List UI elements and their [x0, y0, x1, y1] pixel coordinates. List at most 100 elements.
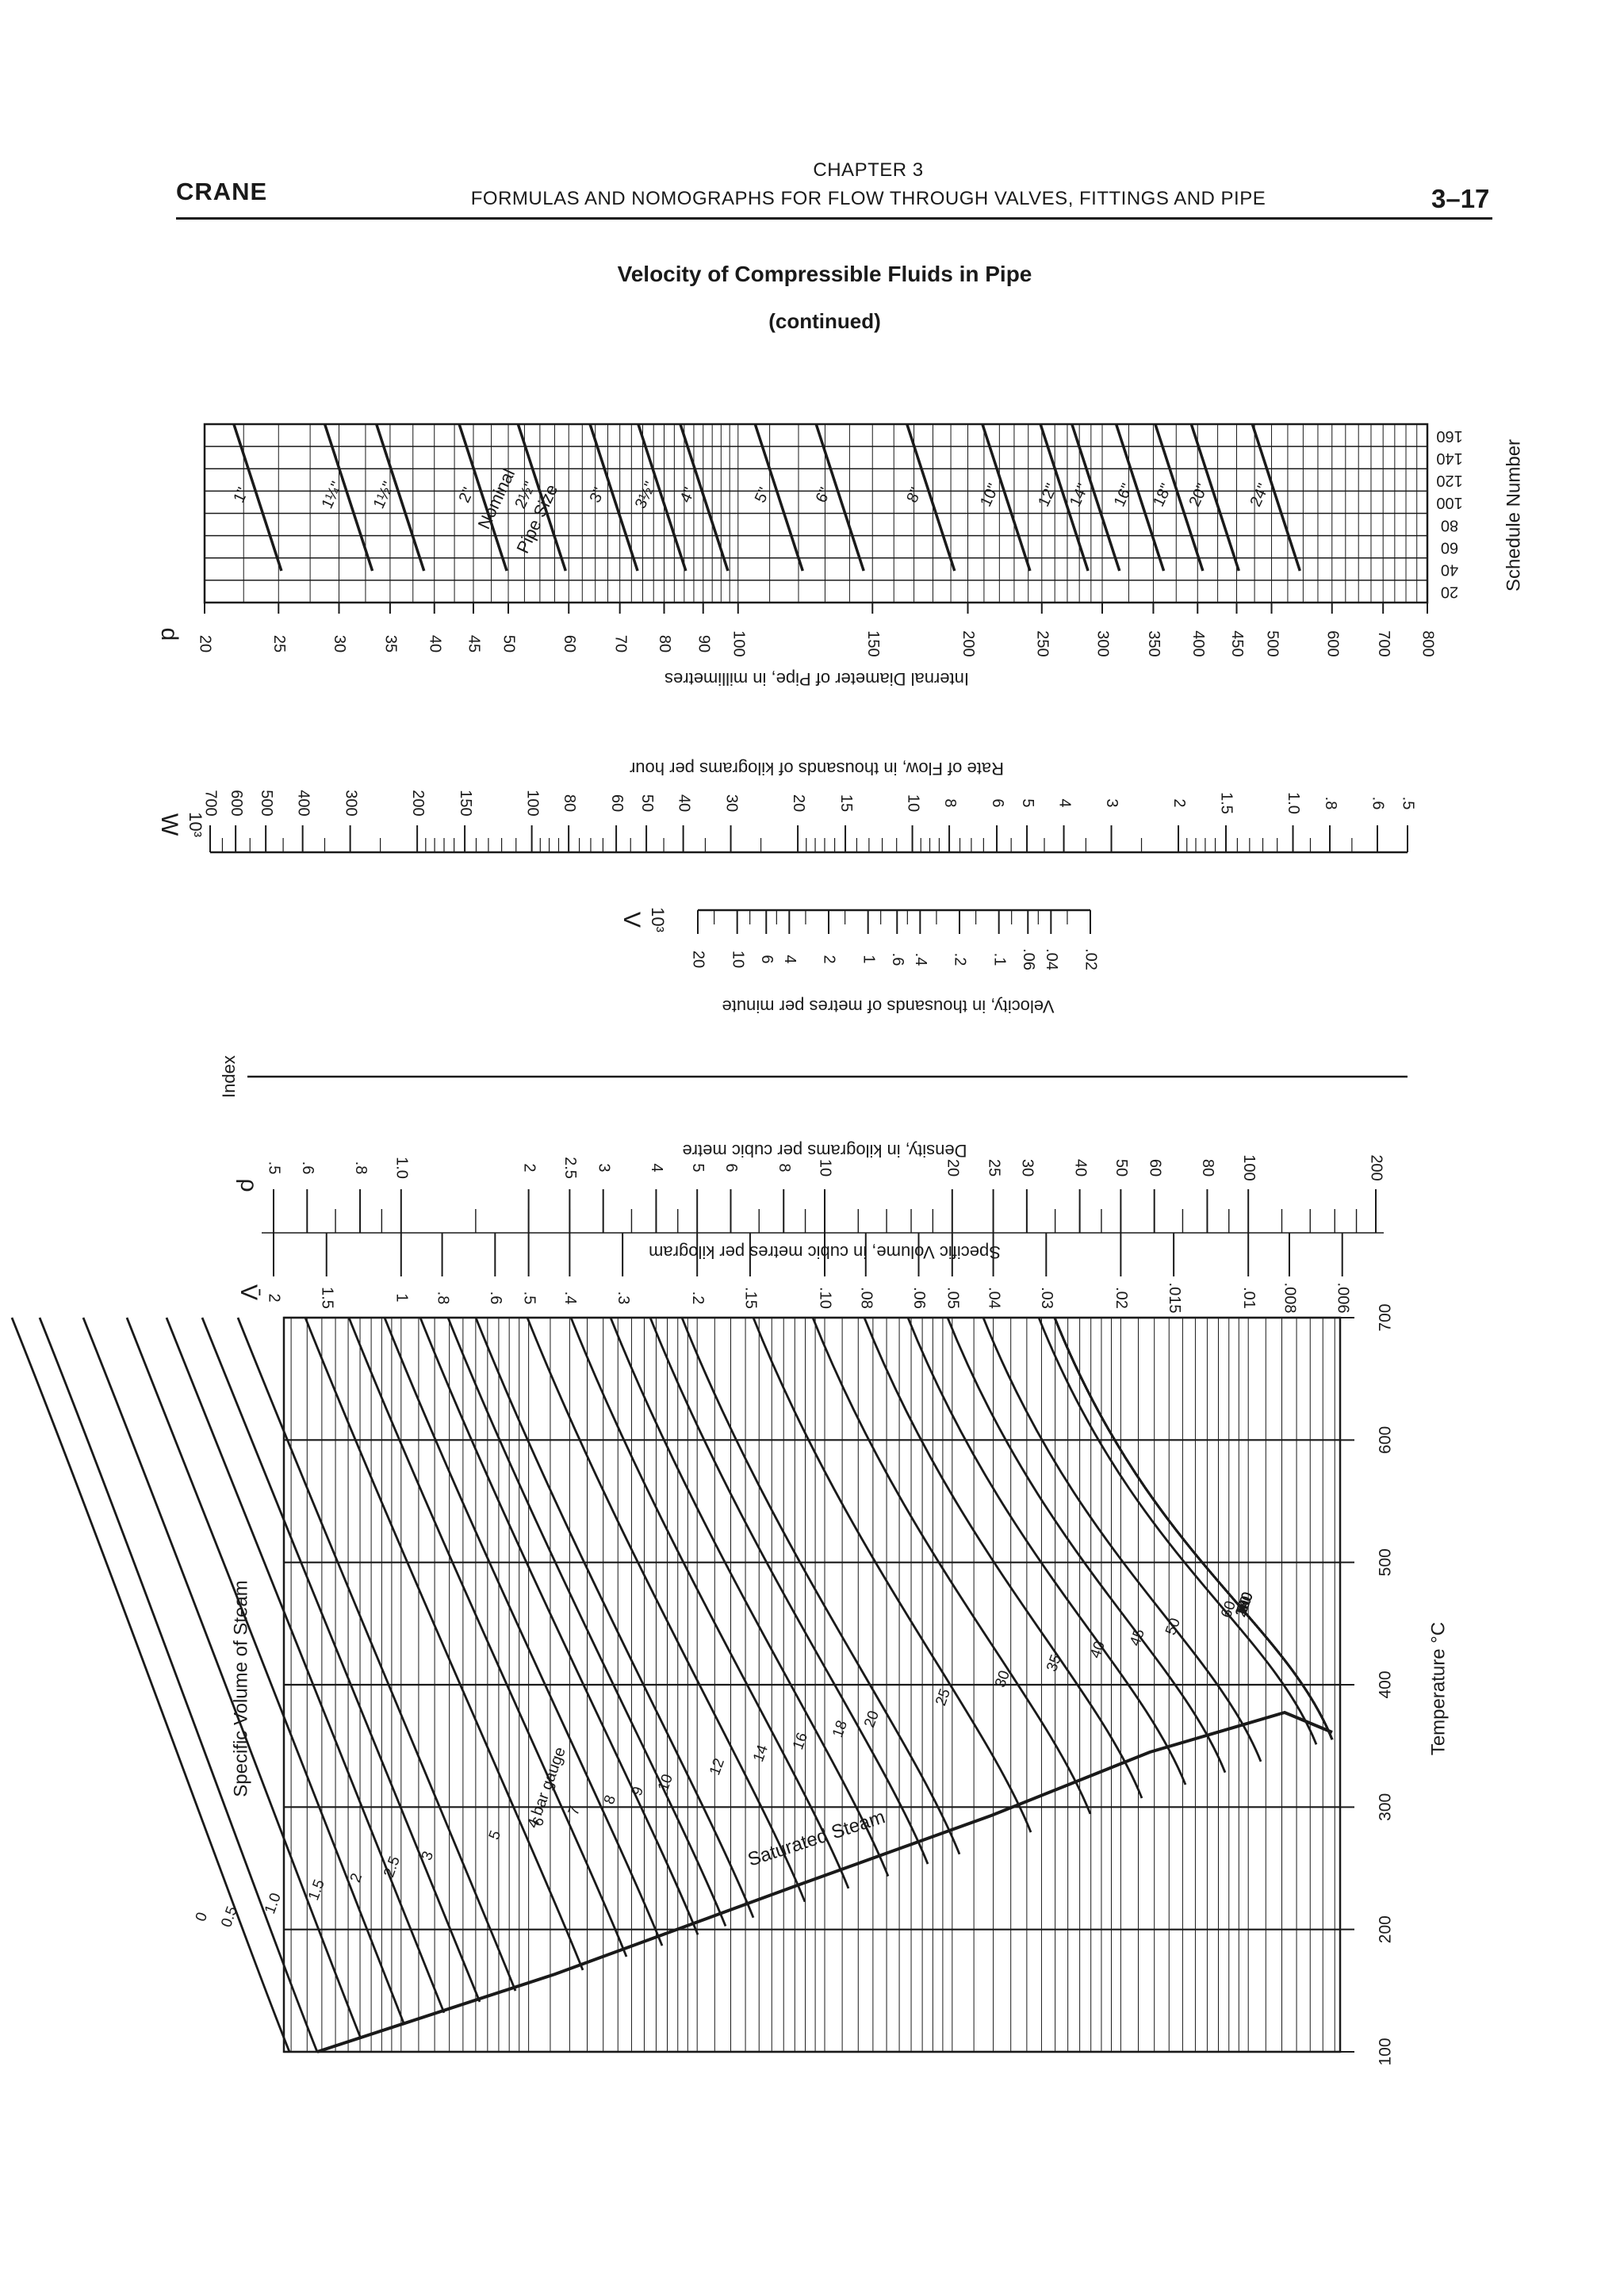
- flow-tick-label: 150: [457, 790, 474, 816]
- temperature-tick-label: 300: [1377, 1793, 1395, 1821]
- diameter-tick-label: 250: [1034, 630, 1051, 656]
- pressure-curve: [82, 1317, 362, 2039]
- pressure-curve-label: 20: [861, 1709, 883, 1730]
- pressure-curve: [419, 1317, 699, 1935]
- diameter-tick-label: 25: [270, 635, 288, 652]
- pressure-curve: [569, 1317, 850, 1889]
- specific-volume-tick-label: 1: [393, 1293, 411, 1302]
- pressure-curve-label: 8: [601, 1793, 619, 1807]
- density-tick-label: .5: [266, 1161, 283, 1175]
- pipe-size-line: [588, 423, 639, 572]
- pipe-size-line: [516, 423, 567, 572]
- pipe-size-line: [1251, 423, 1301, 572]
- specific-volume-tick-label: .5: [520, 1292, 538, 1305]
- pressure-curve: [1053, 1317, 1334, 1740]
- steam-y-title: Specific Volume of Steam: [230, 1580, 251, 1797]
- pressure-curve: [347, 1317, 628, 1957]
- diameter-tick-label: 400: [1189, 630, 1207, 656]
- pressure-curve-label: 35: [1044, 1652, 1065, 1674]
- flow-tick-label: 1.5: [1218, 792, 1235, 814]
- specific-volume-tick-label: .015: [1166, 1283, 1183, 1314]
- pressure-curve-label: 10: [655, 1772, 676, 1793]
- specific-volume-tick-label: 1.5: [318, 1287, 335, 1309]
- flow-tick-label: .6: [1369, 797, 1387, 810]
- pipe-size-line: [679, 423, 730, 572]
- velocity-tick-label: 2: [821, 955, 838, 963]
- pressure-curve: [1053, 1317, 1334, 1740]
- density-tick-label: .8: [352, 1161, 370, 1175]
- flow-tick-label: 600: [228, 790, 245, 816]
- pipe-size-label: 24": [1247, 481, 1273, 510]
- pipe-size-line: [1154, 423, 1205, 572]
- pipe-size-label: 3": [587, 485, 609, 506]
- pressure-curve-label: 14: [750, 1743, 772, 1764]
- pipe-size-label: 20": [1185, 481, 1211, 510]
- specific-volume-tick-label: .05: [944, 1287, 962, 1309]
- pipe-size-line: [232, 423, 283, 572]
- diameter-tick-label: 60: [561, 635, 578, 652]
- diameter-tick-label: 100: [730, 630, 747, 656]
- pipe-size-line: [323, 423, 374, 572]
- specific-volume-tick-label: .006: [1334, 1283, 1351, 1314]
- velocity-tick-label: 10: [729, 951, 746, 968]
- density-tick-label: 3: [595, 1163, 612, 1172]
- pressure-curve: [201, 1317, 481, 2003]
- pressure-curve: [38, 1317, 319, 2053]
- specific-volume-tick-label: .10: [817, 1287, 834, 1309]
- diameter-tick-label: 40: [426, 635, 443, 652]
- pressure-curve: [609, 1317, 890, 1877]
- pressure-curve: [680, 1317, 961, 1855]
- pressure-curve: [811, 1317, 1092, 1815]
- velocity-tick-label: .06: [1020, 948, 1037, 970]
- pipe-size-label: 12": [1035, 481, 1060, 510]
- chapter-heading: CHAPTER 3 FORMULAS AND NOMOGRAPHS FOR FL…: [381, 156, 1356, 213]
- diameter-scale-title: Internal Diameter of Pipe, in millimetre…: [665, 669, 969, 689]
- velocity-tick-label: 4: [781, 955, 799, 963]
- density-scale-title: Density, in kilograms per cubic metre: [682, 1141, 967, 1161]
- density-tick-label: 50: [1113, 1159, 1130, 1177]
- pipe-size-label: 4": [676, 485, 699, 506]
- schedule-number: 160: [1436, 427, 1462, 445]
- pressure-curve: [165, 1317, 446, 2014]
- temperature-tick-label: 500: [1377, 1548, 1395, 1576]
- flow-tick-label: 6: [989, 798, 1006, 807]
- density-tick-label: 100: [1240, 1154, 1258, 1181]
- flow-tick-label: 60: [608, 794, 626, 812]
- pressure-curve-label: 0.5: [218, 1904, 241, 1930]
- flow-tick-label: 200: [409, 790, 427, 816]
- flow-tick-label: .5: [1400, 797, 1417, 810]
- flow-tick-label: 15: [837, 794, 855, 812]
- diameter-symbol: d: [156, 628, 182, 641]
- pipe-size-line: [1039, 423, 1090, 572]
- diameter-tick-label: 450: [1228, 630, 1246, 656]
- page-title: Velocity of Compressible Fluids in Pipe: [617, 262, 1032, 286]
- flow-tick-label: 8: [941, 798, 959, 807]
- pressure-curve-label: 16: [790, 1731, 811, 1752]
- density-tick-label: 200: [1368, 1154, 1385, 1181]
- diameter-tick-label: 30: [331, 635, 348, 652]
- pressure-curve: [982, 1317, 1262, 1762]
- density-tick-label: 2.5: [561, 1157, 579, 1179]
- pressure-curve-label: 12: [707, 1756, 728, 1777]
- page-subtitle: (continued): [768, 309, 881, 333]
- diameter-tick-label: 300: [1094, 630, 1112, 656]
- pressure-curve-label: 0: [193, 1910, 211, 1923]
- velocity-symbol-top: V: [619, 912, 645, 928]
- flow-tick-label: 80: [561, 794, 578, 812]
- pressure-curve-label: 5: [486, 1828, 504, 1842]
- pipe-size-label: 1¼": [319, 479, 347, 511]
- pressure-curve: [1053, 1317, 1334, 1740]
- flow-tick-label: 5: [1019, 798, 1036, 807]
- temperature-tick-label: 100: [1377, 2038, 1395, 2065]
- velocity-tick-label: .4: [912, 953, 929, 966]
- pipe-size-line: [1071, 423, 1121, 572]
- pressure-curve: [474, 1317, 755, 1919]
- pressure-curve-label: 2.5: [381, 1854, 404, 1880]
- flow-scale-title: Rate of Flow, in thousands of kilograms …: [630, 759, 1004, 779]
- flow-tick-label: 3: [1103, 798, 1120, 807]
- specific-volume-tick-label: .08: [857, 1287, 875, 1309]
- schedule-number: 120: [1436, 472, 1462, 489]
- pressure-curve-label: 7: [565, 1804, 584, 1817]
